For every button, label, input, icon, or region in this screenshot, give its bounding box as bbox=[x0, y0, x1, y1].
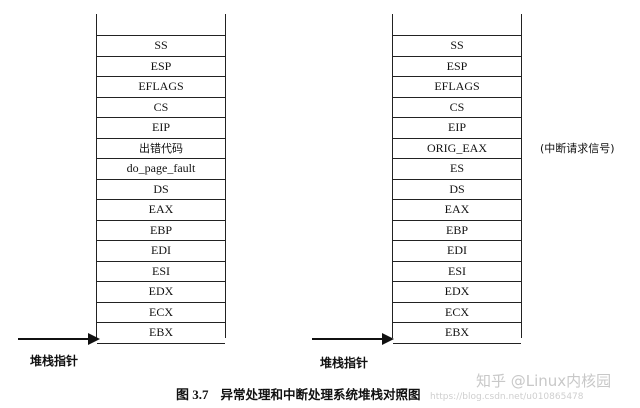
stack-cell: ORIG_EAX bbox=[393, 139, 521, 159]
orig-eax-annotation: (中断请求信号) bbox=[540, 142, 615, 155]
watermark-text: 知乎 @Linux内核园 bbox=[476, 372, 612, 390]
stack-cell: DS bbox=[393, 180, 521, 200]
figure-caption-text: 异常处理和中断处理系统堆栈对照图 bbox=[220, 387, 421, 402]
stack-bottom-space bbox=[97, 344, 225, 364]
stack-cell: EBP bbox=[97, 221, 225, 241]
stack-cell: EFLAGS bbox=[393, 77, 521, 98]
arrow-head-icon bbox=[88, 333, 100, 345]
stack-cell: EBP bbox=[393, 221, 521, 241]
stack-cell: do_page_fault bbox=[97, 159, 225, 180]
stack-cell: DS bbox=[97, 180, 225, 200]
stack-pointer-label-right: 堆栈指针 bbox=[320, 356, 369, 370]
figure-caption: 图 3.7 异常处理和中断处理系统堆栈对照图 bbox=[176, 384, 421, 403]
arrow-shaft bbox=[312, 338, 386, 340]
stack-cell: EDI bbox=[393, 241, 521, 262]
stack-pointer-arrow-left bbox=[18, 328, 100, 352]
stack-cell: CS bbox=[393, 98, 521, 118]
stack-cell: EFLAGS bbox=[97, 77, 225, 98]
stack-cell: ESP bbox=[97, 57, 225, 77]
stack-cell: ESI bbox=[97, 262, 225, 282]
stack-bottom-space bbox=[393, 344, 521, 364]
stack-cell: EIP bbox=[393, 118, 521, 139]
stack-cell: EAX bbox=[97, 200, 225, 221]
stack-pointer-label-left: 堆栈指针 bbox=[30, 354, 79, 368]
stack-cell: ES bbox=[393, 159, 521, 180]
stack-cell: SS bbox=[97, 36, 225, 57]
stack-cell: CS bbox=[97, 98, 225, 118]
left-stack-diagram: SS ESP EFLAGS CS EIP 出错代码 do_page_fault … bbox=[96, 14, 226, 344]
right-stack-diagram: SS ESP EFLAGS CS EIP ORIG_EAX ES DS EAX … bbox=[392, 14, 522, 344]
stack-top-space bbox=[393, 14, 521, 36]
stack-cell: EIP bbox=[97, 118, 225, 139]
stack-cell: 出错代码 bbox=[97, 139, 225, 159]
stack-cell: EDX bbox=[393, 282, 521, 303]
stack-top-space bbox=[97, 14, 225, 36]
stack-cell: ESI bbox=[393, 262, 521, 282]
stack-cell: SS bbox=[393, 36, 521, 57]
arrow-head-icon bbox=[382, 333, 394, 345]
stack-cell: EBX bbox=[97, 323, 225, 344]
stack-cell: EDX bbox=[97, 282, 225, 303]
watermark-url: https://blog.csdn.net/u010865478 bbox=[430, 392, 584, 402]
stack-cell: EBX bbox=[393, 323, 521, 344]
stack-cell: ESP bbox=[393, 57, 521, 77]
stack-cell: EAX bbox=[393, 200, 521, 221]
arrow-shaft bbox=[18, 338, 92, 340]
stack-cell: ECX bbox=[393, 303, 521, 323]
stack-cell: EDI bbox=[97, 241, 225, 262]
stack-cell: ECX bbox=[97, 303, 225, 323]
figure-number: 图 3.7 bbox=[176, 387, 209, 402]
stack-pointer-arrow-right bbox=[312, 328, 394, 352]
